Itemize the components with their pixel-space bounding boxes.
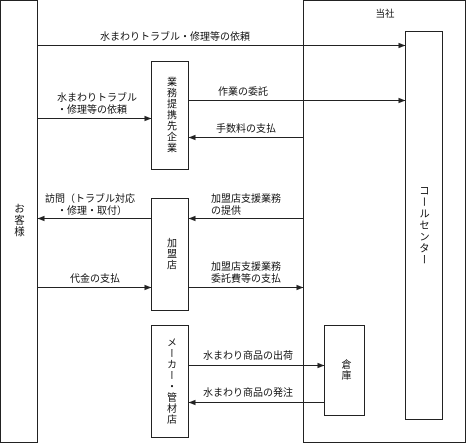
call-center-label: コールセンター bbox=[418, 185, 430, 266]
edge-price-payment-label: 代金の支払 bbox=[70, 272, 120, 285]
edge-support-provision-label-2: の提供 bbox=[211, 204, 241, 217]
edge-visit-label-1: 訪問（トラブル対応 bbox=[45, 192, 135, 205]
maker-box bbox=[151, 325, 189, 438]
edge-request-to-call-center-label: 水まわりトラブル・修理等の依頼 bbox=[100, 30, 250, 43]
maker-label: メーカー・管材店 bbox=[165, 337, 177, 425]
edge-commission-payment-label-2: 委託費等の支払 bbox=[211, 272, 281, 285]
edge-commission-payment-label-1: 加盟店支援業務 bbox=[211, 260, 281, 273]
customer-box bbox=[0, 0, 38, 443]
partner-label: 業務提携先企業 bbox=[165, 75, 177, 153]
edge-request-to-partner-label-1: 水まわりトラブル bbox=[57, 91, 137, 104]
edge-visit-label-2: ・修理・取付） bbox=[57, 204, 127, 217]
call-center-box bbox=[405, 31, 443, 420]
edge-work-consignment-label: 作業の委託 bbox=[218, 85, 268, 98]
member-store-label: 加盟店 bbox=[165, 237, 177, 270]
edge-fee-payment-label: 手数料の支払 bbox=[216, 122, 276, 135]
warehouse-box bbox=[324, 325, 365, 416]
warehouse-label: 倉庫 bbox=[339, 358, 351, 381]
edge-support-provision-label-1: 加盟店支援業務 bbox=[211, 192, 281, 205]
edge-request-to-partner-label-2: ・修理等の依頼 bbox=[57, 103, 127, 116]
edge-product-shipment-label: 水まわり商品の出荷 bbox=[203, 349, 293, 362]
member-store-box bbox=[151, 198, 189, 311]
partner-box bbox=[151, 61, 189, 170]
company-label: 当社 bbox=[375, 8, 395, 20]
edge-product-order-label: 水まわり商品の発注 bbox=[203, 386, 293, 399]
customer-label: お客様 bbox=[13, 203, 25, 238]
